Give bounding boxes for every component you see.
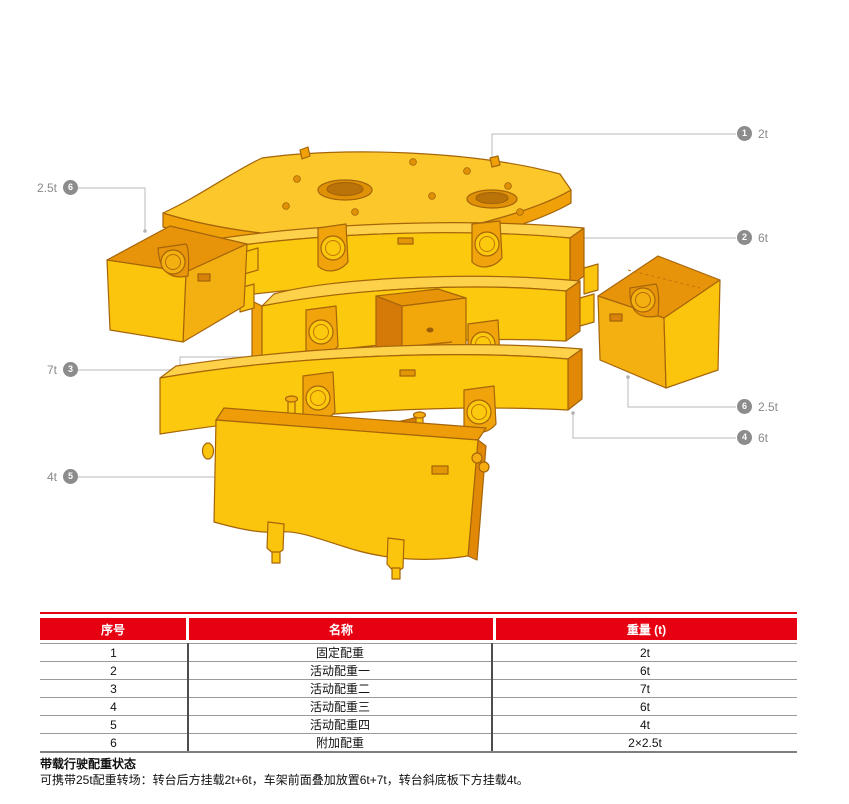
callout-5-label: 4t: [46, 469, 57, 484]
part-movable-weight-4-4t: [201, 395, 490, 580]
table-row: 1 固定配重 2t: [40, 643, 797, 662]
cell-seq: 6: [40, 733, 188, 753]
cell-weight: 2×2.5t: [492, 733, 797, 753]
callout-6-right: 6 2.5t: [737, 399, 778, 414]
weight-table: 序号 名称 重量 (t) 1 固定配重 2t 2 活动配重一 6t 3 活动配: [40, 612, 797, 753]
cell-seq: 4: [40, 697, 188, 716]
callout-6-right-badge: 6: [737, 399, 752, 414]
callout-6-left-badge: 6: [63, 180, 78, 195]
counterweight-exploded-diagram: [78, 133, 736, 580]
table-row: 6 附加配重 2×2.5t: [40, 733, 797, 753]
callout-6-left: 2.5t 6: [37, 180, 78, 195]
callout-3-label: 7t: [46, 362, 57, 377]
callout-3-badge: 3: [63, 362, 78, 377]
callout-4-label: 6t: [758, 430, 769, 445]
callout-1-label: 2t: [758, 126, 769, 141]
note-body: 可携带25t配重转场：转台后方挂载2t+6t，车架前面叠加放置6t+7t，转台斜…: [40, 773, 529, 787]
header-seq: 序号: [40, 618, 186, 640]
part-additional-weight-right-2_5t: [579, 255, 721, 389]
callout-6-right-label: 2.5t: [758, 399, 779, 414]
header-name: 名称: [189, 618, 493, 640]
table-row: 2 活动配重一 6t: [40, 661, 797, 680]
callout-5: 4t 5: [47, 469, 78, 484]
cell-name: 活动配重四: [187, 715, 493, 734]
cell-seq: 5: [40, 715, 188, 734]
table-top-rule: [40, 612, 797, 614]
callout-4-badge: 4: [737, 430, 752, 445]
callout-2-label: 6t: [758, 230, 769, 245]
note-title: 带载行驶配重状态: [40, 757, 137, 771]
table-row: 3 活动配重二 7t: [40, 679, 797, 698]
cell-name: 活动配重三: [187, 697, 493, 716]
callout-1: 1 2t: [737, 126, 768, 141]
callout-1-badge: 1: [737, 126, 752, 141]
cell-seq: 2: [40, 661, 188, 680]
cell-name: 附加配重: [187, 733, 493, 753]
cell-name: 固定配重: [187, 643, 493, 662]
callout-4: 4 6t: [737, 430, 768, 445]
table-row: 5 活动配重四 4t: [40, 715, 797, 734]
callout-5-badge: 5: [63, 469, 78, 484]
callout-2: 2 6t: [737, 230, 768, 245]
callout-3: 7t 3: [47, 362, 78, 377]
cell-seq: 3: [40, 679, 188, 698]
cell-weight: 4t: [492, 715, 797, 734]
part-additional-weight-left-2_5t: [106, 225, 259, 343]
cell-weight: 6t: [492, 661, 797, 680]
cell-weight: 2t: [492, 643, 797, 662]
cell-weight: 7t: [492, 679, 797, 698]
callout-2-badge: 2: [737, 230, 752, 245]
cell-seq: 1: [40, 643, 188, 662]
header-weight: 重量 (t): [496, 618, 797, 640]
cell-weight: 6t: [492, 697, 797, 716]
cell-name: 活动配重一: [187, 661, 493, 680]
part-movable-weight-1-6t: [195, 220, 585, 303]
callout-6-left-label: 2.5t: [36, 180, 57, 195]
cell-name: 活动配重二: [187, 679, 493, 698]
table-body: 1 固定配重 2t 2 活动配重一 6t 3 活动配重二 7t 4 活动配重三: [40, 643, 797, 753]
table-header-row: 序号 名称 重量 (t): [40, 618, 797, 640]
table-row: 4 活动配重三 6t: [40, 697, 797, 716]
